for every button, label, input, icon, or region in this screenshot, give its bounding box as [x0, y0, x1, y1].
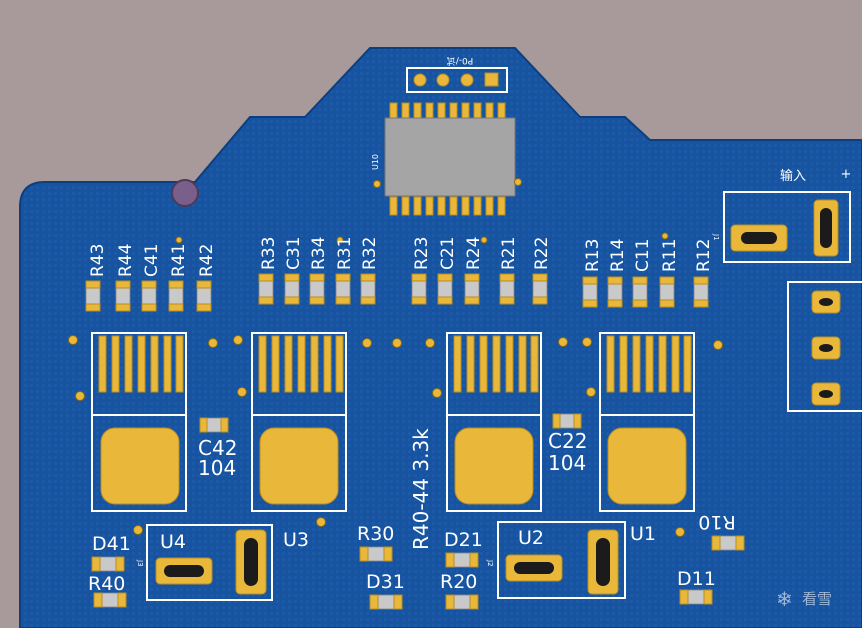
c42-label: C42 [198, 436, 237, 460]
c22-value: 104 [548, 451, 586, 475]
j2-label: J2 [486, 559, 494, 567]
c11-label: C11 [633, 238, 653, 272]
r44-label: R44 [116, 244, 136, 277]
r22-label: R22 [532, 237, 552, 270]
c42-value: 104 [198, 456, 236, 480]
r40-label: R40 [88, 573, 125, 595]
u4-label: U4 [160, 531, 186, 553]
u10-label: U10 [371, 154, 380, 170]
r34-label: R34 [309, 237, 329, 270]
input-label: 输入 [780, 168, 806, 184]
r32-label: R32 [360, 237, 380, 270]
r24-label: R24 [464, 237, 484, 270]
r33-label: R33 [259, 237, 279, 270]
regulator-u2 [446, 332, 542, 512]
r41-label: R41 [169, 244, 189, 277]
j3-label: J3 [136, 559, 144, 567]
r11-label: R11 [660, 239, 680, 272]
regulator-u1 [599, 332, 695, 512]
r13-label: R13 [583, 239, 603, 272]
u2-label: U2 [518, 527, 544, 549]
r23-label: R23 [412, 237, 432, 270]
smd-row [85, 273, 709, 312]
u1-label: U1 [630, 523, 656, 545]
r30-label: R30 [357, 523, 394, 545]
r14-label: R14 [608, 239, 628, 272]
r20-label: R20 [440, 571, 477, 593]
j-right-outline [787, 281, 862, 412]
cursor-marker [171, 179, 199, 207]
r10-label: R10 [698, 511, 735, 533]
c21-label: C21 [438, 236, 458, 270]
r43-label: R43 [88, 244, 108, 277]
r21-label: R21 [499, 237, 519, 270]
r31-label: R31 [335, 237, 355, 270]
watermark-text: 看雪 [802, 590, 832, 608]
c22-label: C22 [548, 429, 587, 453]
regulator-u4 [91, 332, 187, 512]
regulator-u3 [251, 332, 347, 512]
plus-label: + [841, 167, 852, 182]
j-top-label: P0-/试 [447, 55, 473, 67]
r42-label: R42 [197, 244, 217, 277]
d41-label: D41 [92, 533, 131, 555]
u4-outline [146, 524, 273, 601]
u10-chip [384, 102, 516, 216]
j1-outline [723, 191, 851, 263]
top-header-connector [406, 67, 508, 93]
c31-label: C31 [284, 236, 304, 270]
r12-label: R12 [694, 239, 714, 272]
d31-label: D31 [366, 571, 405, 593]
u3-label: U3 [283, 529, 309, 551]
c41-label: C41 [142, 243, 162, 277]
snowflake-icon: ❄ [776, 587, 793, 611]
d11-label: D11 [677, 568, 716, 590]
vias [68, 178, 723, 537]
j1-label: J1 [712, 233, 720, 241]
d21-label: D21 [444, 529, 483, 551]
resistor-note: R40-44 3.3k [409, 428, 433, 550]
u2-outline [497, 521, 626, 599]
